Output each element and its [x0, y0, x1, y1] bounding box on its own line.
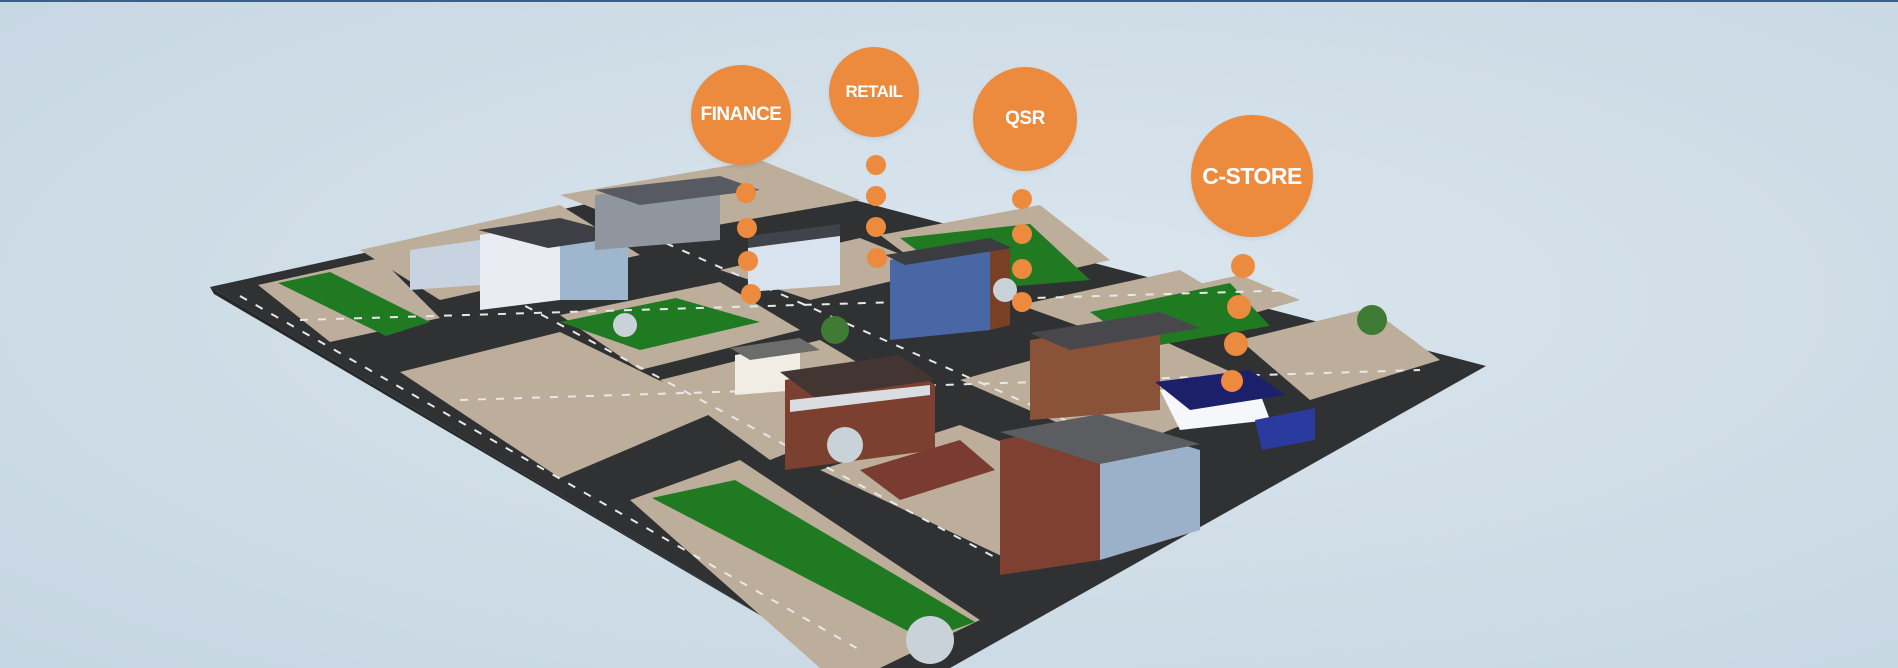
c-store-trail-dot: [1227, 295, 1251, 319]
retail-label: RETAIL: [845, 82, 903, 101]
qsr-label: QSR: [1005, 108, 1045, 129]
finance-marker-bubble[interactable]: FINANCE: [691, 65, 791, 165]
finance-trail-dot: [737, 218, 757, 238]
c-store-marker-bubble[interactable]: C-STORE: [1191, 115, 1313, 237]
finance-trail-dot: [738, 251, 758, 271]
c-store-trail-dot: [1221, 370, 1243, 392]
top-border: [0, 0, 1898, 2]
qsr-trail-dot: [1012, 189, 1032, 209]
qsr-trail-dot: [1012, 259, 1032, 279]
retail-trail-dot: [867, 248, 887, 268]
qsr-trail-dot: [1012, 292, 1032, 312]
retail-trail-dot: [866, 217, 886, 237]
c-store-trail-dot: [1224, 332, 1248, 356]
finance-trail-dot: [741, 284, 761, 304]
trees: [613, 278, 1387, 664]
retail-trail-dot: [866, 186, 886, 206]
c-store-label: C-STORE: [1202, 162, 1302, 189]
retail-marker-bubble[interactable]: RETAIL: [829, 47, 919, 137]
buildings: [410, 176, 1315, 575]
city-base-edge: [210, 287, 850, 668]
c-store-trail-dot: [1231, 254, 1255, 278]
qsr-marker-bubble[interactable]: QSR: [973, 67, 1077, 171]
retail-trail-dot: [866, 155, 886, 175]
finance-trail-dot: [736, 183, 756, 203]
qsr-trail-dot: [1012, 224, 1032, 244]
finance-label: FINANCE: [700, 104, 782, 125]
